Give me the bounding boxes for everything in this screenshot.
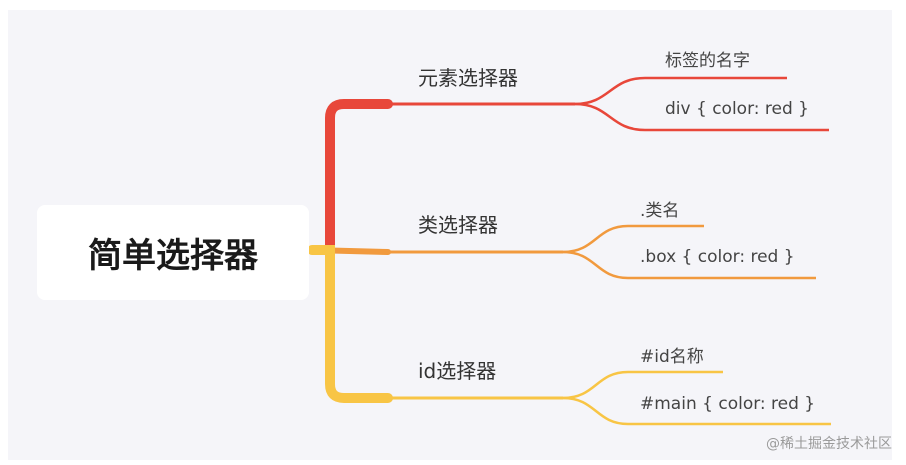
leaf-label-div-example[interactable]: div { color: red }: [665, 99, 809, 119]
leaf-label-id-name[interactable]: #id名称: [640, 347, 704, 367]
watermark: @稀土掘金技术社区: [766, 436, 892, 452]
leaf-label-tag-name[interactable]: 标签的名字: [665, 51, 750, 71]
leaf-label-main-example[interactable]: #main { color: red }: [640, 394, 816, 414]
root-node[interactable]: 简单选择器: [37, 205, 309, 300]
leaf-orange-1-connector: [562, 224, 704, 254]
leaf-yellow-2-connector: [562, 396, 831, 426]
branch-label-id-selector[interactable]: id选择器: [418, 359, 497, 383]
trunk-yellow: [307, 245, 393, 403]
leaf-red-1-connector: [574, 76, 787, 106]
branch-label-class-selector[interactable]: 类选择器: [418, 213, 498, 237]
leaf-orange-2-connector: [562, 250, 816, 280]
leaf-red-2-connector: [574, 102, 829, 132]
branch-label-element-selector[interactable]: 元素选择器: [418, 66, 518, 90]
trunk-red: [325, 99, 393, 255]
root-label: 简单选择器: [88, 236, 258, 276]
leaf-label-box-example[interactable]: .box { color: red }: [640, 247, 795, 267]
leaf-yellow-1-connector: [562, 370, 723, 400]
leaf-label-class-name[interactable]: .类名: [640, 201, 680, 221]
